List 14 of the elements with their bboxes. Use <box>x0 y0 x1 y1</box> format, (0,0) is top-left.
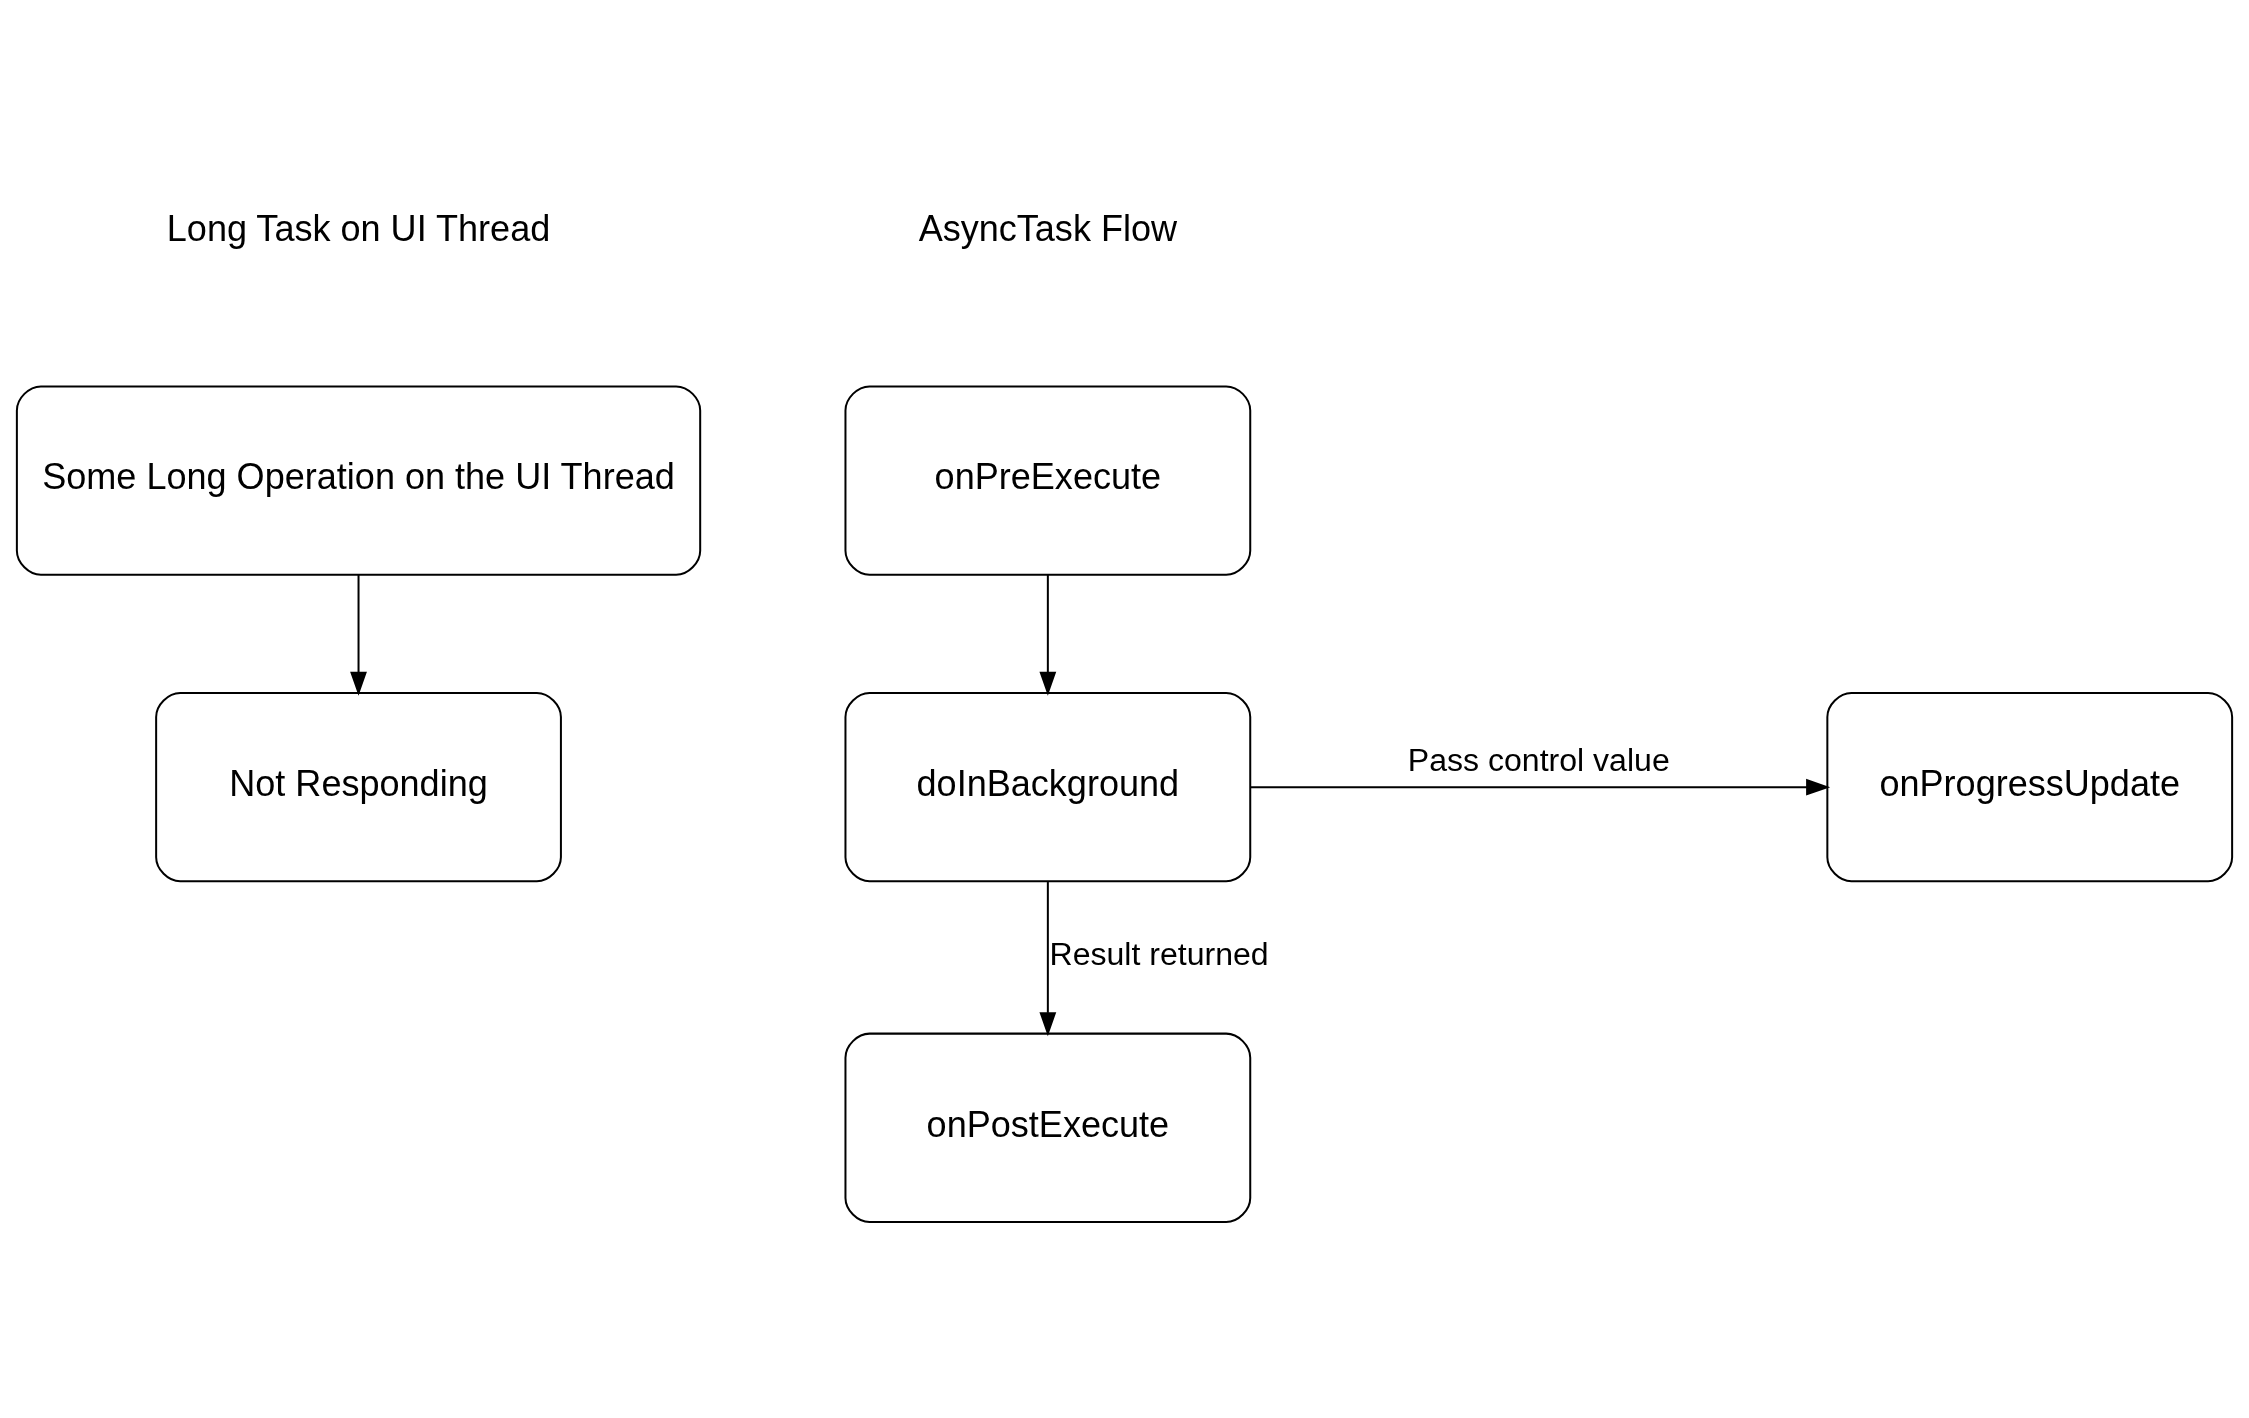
node-box: Some Long Operation on the UI Thread <box>15 385 702 576</box>
edge-label: Pass control value <box>1407 741 1670 778</box>
node-box: onPreExecute <box>844 385 1252 576</box>
label: Long Task on UI Thread <box>166 207 551 249</box>
node-box: onProgressUpdate <box>1826 691 2234 883</box>
arrow <box>1039 574 1057 696</box>
arrow <box>1039 881 1057 1037</box>
arrow <box>1249 778 1831 796</box>
label: AsyncTask Flow <box>918 207 1178 249</box>
edge-label: Result returned <box>1049 936 1269 973</box>
node-box: doInBackground <box>844 691 1252 883</box>
node-box: onPostExecute <box>844 1032 1252 1223</box>
node-box: Not Responding <box>155 691 562 883</box>
arrow <box>350 574 367 696</box>
